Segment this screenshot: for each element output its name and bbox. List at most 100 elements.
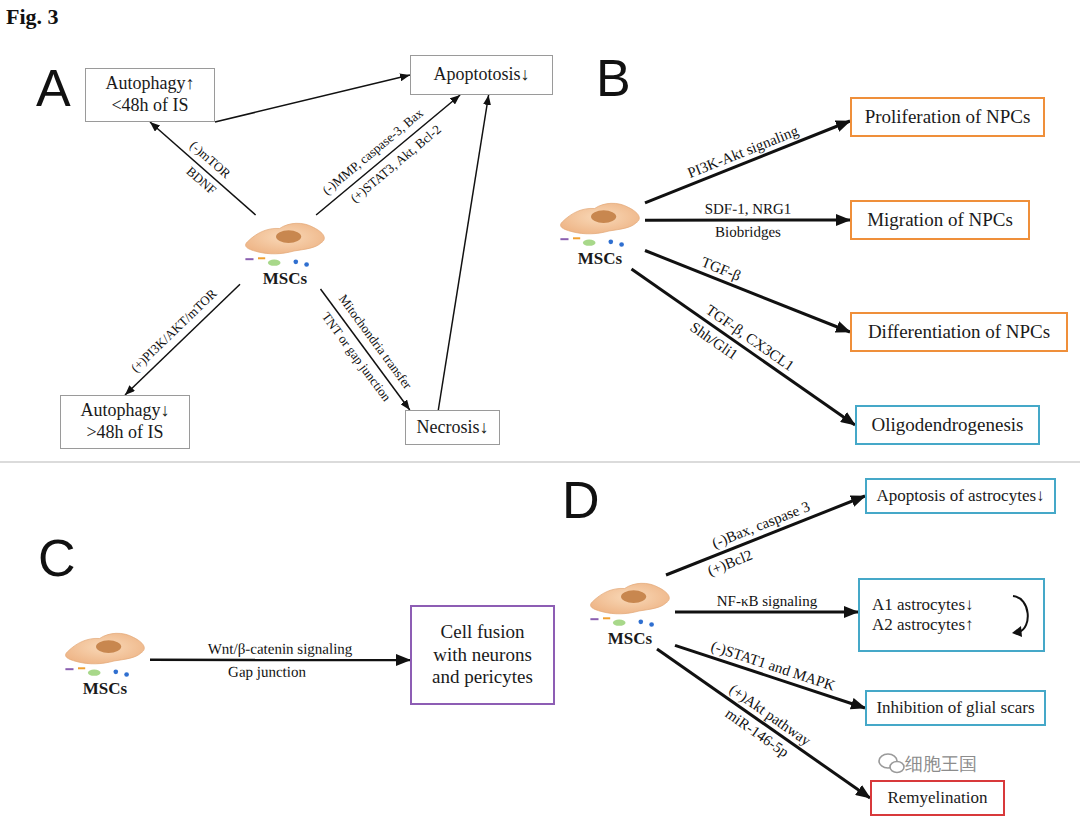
outcome-box: Autophagy↑ <48h of IS (85, 68, 215, 122)
msc-cell: MSCs (60, 625, 150, 699)
pathway-label: (+)PI3K/AKT/mTOR (128, 287, 220, 376)
arrow-connector (645, 121, 850, 203)
vesicle-green (613, 620, 626, 626)
outcome-box: Oligodendrogenesis (855, 405, 1040, 445)
vesicle-dash (560, 238, 568, 240)
box-text: A1 astrocytes↓ A2 astrocytes↑ (872, 595, 984, 636)
outcome-box: Apoptotosis↓ (410, 55, 553, 95)
pathway-label: SDF-1, NRG1 (704, 201, 791, 218)
cell-nucleus (621, 590, 646, 603)
vesicle-dash (603, 617, 610, 619)
vesicle-dash (258, 257, 265, 259)
box-text: Cell fusion with neurons and pericytes (425, 621, 541, 689)
figure-title: Fig. 3 (6, 4, 59, 30)
box-text: Autophagy↓ >48h of IS (75, 400, 175, 443)
arrow-connector (645, 251, 850, 333)
arrow-connector (150, 659, 410, 662)
box-text: Proliferation of NPCs (865, 106, 1031, 129)
cell-body (246, 223, 325, 254)
outcome-box: Differentiation of NPCs (850, 312, 1068, 352)
box-text: Oligodendrogenesis (872, 414, 1024, 437)
box-text: Migration of NPCs (867, 209, 1013, 232)
pathway-label: Gap junction (228, 664, 306, 681)
vesicle-blue (113, 669, 118, 674)
pathway-label: TGF-β (699, 254, 743, 284)
outcome-box: Migration of NPCs (850, 200, 1030, 240)
outcome-box: Cell fusion with neurons and pericytes (410, 605, 555, 705)
arrow-connector (321, 289, 410, 410)
pathway-label: NF-κB signaling (716, 593, 816, 610)
vesicle-blue (293, 259, 298, 264)
vesicle-green (268, 260, 281, 266)
pathway-label: (-)Bax, caspase 3 (710, 498, 812, 552)
panel-letter: C (38, 532, 76, 584)
pathway-label: Wnt/β-catenin signaling (208, 641, 353, 658)
box-text: Differentiation of NPCs (868, 321, 1050, 344)
outcome-box: Remyelination (870, 780, 1005, 816)
vesicle-blue (649, 622, 654, 627)
vesicle-dash (573, 237, 580, 239)
pathway-label: Biobridges (715, 224, 781, 241)
cell-illustration (555, 195, 645, 249)
cell-label: MSCs (608, 629, 652, 649)
msc-cell: MSCs (585, 575, 675, 649)
vesicle-blue (608, 239, 613, 244)
vesicle-blue (638, 619, 643, 624)
panel-letter: B (596, 52, 631, 104)
outcome-box: Inhibition of glial scars (865, 690, 1046, 726)
vesicle-dash (590, 618, 598, 620)
pathway-label: (-)STAT1 and MAPK (709, 638, 837, 694)
box-text: Apoptosis of astrocytes↓ (876, 486, 1044, 506)
arrow-connector (675, 611, 858, 614)
wechat-icon (879, 754, 904, 773)
cell-body (66, 633, 145, 664)
arrow-connector (316, 95, 460, 215)
cell-nucleus (96, 640, 121, 653)
outcome-box: Necrosis↓ (405, 410, 500, 445)
vesicle-blue (124, 672, 129, 677)
cell-nucleus (591, 210, 616, 223)
cell-illustration (585, 575, 675, 629)
arrow-connector (632, 269, 856, 425)
panel-separator (0, 461, 1080, 463)
vesicle-dash (65, 668, 73, 670)
cell-nucleus (276, 230, 301, 243)
arrow-connector (125, 284, 240, 395)
msc-cell: MSCs (555, 195, 645, 269)
arrow-connector (675, 645, 865, 708)
cell-label: MSCs (83, 679, 127, 699)
panel-letter: A (36, 62, 71, 114)
vesicle-blue (619, 242, 624, 247)
cell-label: MSCs (263, 269, 307, 289)
vesicle-blue (304, 262, 309, 267)
outcome-box: Proliferation of NPCs (850, 97, 1045, 137)
outcome-box: Apoptosis of astrocytes↓ (865, 478, 1056, 514)
outcome-box: Autophagy↓ >48h of IS (60, 395, 190, 449)
vesicle-dash (78, 667, 85, 669)
cell-illustration (60, 625, 150, 679)
box-text: Remyelination (887, 788, 987, 808)
curved-arrow (1009, 590, 1035, 640)
arrow-connector (215, 75, 410, 122)
vesicle-green (88, 670, 101, 676)
arrow-connector (438, 95, 488, 410)
cell-body (591, 583, 670, 614)
panel-letter: D (562, 474, 600, 526)
arrow-connector (666, 496, 865, 575)
arrow-connector (645, 219, 850, 222)
outcome-box: A1 astrocytes↓ A2 astrocytes↑ (858, 578, 1045, 652)
icon-bubble (890, 762, 904, 773)
pathway-label: (+)Bcl2 (705, 546, 755, 579)
pathway-label: PI3K-Akt signaling (686, 122, 802, 181)
box-text: Apoptotosis↓ (433, 64, 529, 86)
cell-label: MSCs (578, 249, 622, 269)
box-text: Autophagy↑ <48h of IS (100, 73, 200, 116)
arrow-connector (150, 122, 256, 215)
cell-body (561, 203, 640, 234)
curved-arrow-head (1012, 626, 1022, 637)
watermark: 细胞王国 (905, 752, 977, 776)
cell-illustration (240, 215, 330, 269)
box-text: Necrosis↓ (417, 417, 489, 439)
